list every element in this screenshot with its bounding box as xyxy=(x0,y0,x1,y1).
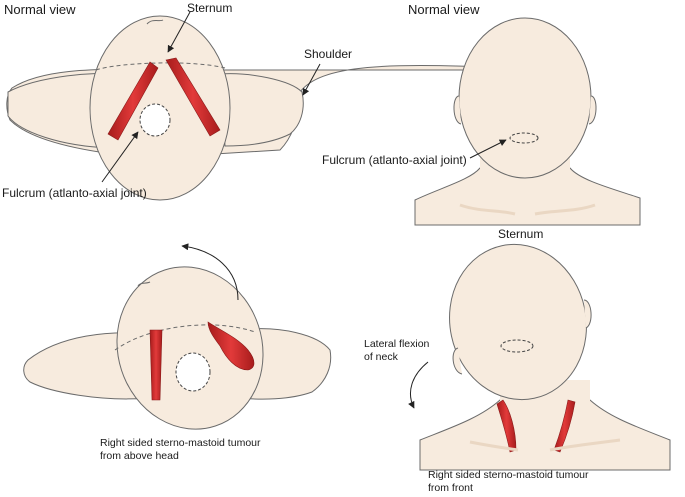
caption-tumour-front-line2: from front xyxy=(428,482,473,494)
label-lateral-flexion: Lateral flexion of neck xyxy=(364,338,429,364)
fulcrum-marker-tumour xyxy=(175,352,211,392)
sternomastoid-left-tumour xyxy=(149,329,163,401)
panel-tumour-above xyxy=(23,243,332,430)
front-shoulders-tumour xyxy=(419,399,671,471)
flexion-arrow xyxy=(408,361,429,409)
rotation-arrow xyxy=(181,243,239,301)
caption-tumour-above-line2: from above head xyxy=(100,450,179,462)
label-lateral-flexion-line2: of neck xyxy=(364,351,398,363)
front-head-tilted xyxy=(449,243,587,401)
fulcrum-marker-front-tumour xyxy=(500,339,534,353)
fulcrum-marker xyxy=(139,103,171,137)
caption-tumour-above-line1: Right sided sterno-mastoid tumour xyxy=(100,437,261,449)
head-top-rotated xyxy=(116,266,264,430)
label-normal-view-above: Normal view xyxy=(4,2,76,17)
panel-normal-front xyxy=(414,17,641,226)
caption-tumour-front: Right sided sterno-mastoid tumour from f… xyxy=(428,469,589,495)
label-shoulder: Shoulder xyxy=(304,47,353,61)
caption-tumour-front-line1: Right sided sterno-mastoid tumour xyxy=(428,469,589,481)
sternomastoid-right xyxy=(165,57,221,137)
sternomastoid-left xyxy=(107,61,159,141)
label-sternum-above: Sternum xyxy=(187,1,233,15)
label-sternum-front: Sternum xyxy=(498,227,544,241)
label-lateral-flexion-line1: Lateral flexion xyxy=(364,338,430,350)
sternomastoid-right-front xyxy=(553,399,576,453)
label-fulcrum-above: Fulcrum (atlanto-axial joint) xyxy=(2,186,147,200)
caption-tumour-above: Right sided sterno-mastoid tumour from a… xyxy=(100,437,261,463)
fulcrum-marker-front xyxy=(509,132,539,144)
label-fulcrum-front: Fulcrum (atlanto-axial joint) xyxy=(322,153,467,167)
panel-tumour-front xyxy=(408,243,671,471)
sternomastoid-left-front xyxy=(496,399,517,453)
panel-normal-above xyxy=(6,11,541,201)
label-normal-view-front: Normal view xyxy=(408,2,480,17)
sternomastoid-right-tumour xyxy=(207,321,255,371)
